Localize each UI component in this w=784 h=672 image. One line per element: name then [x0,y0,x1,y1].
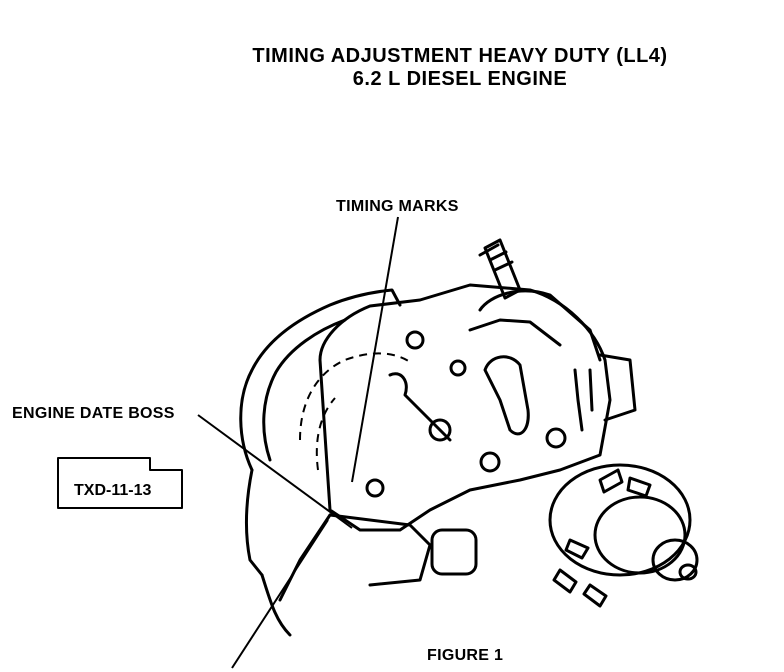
small-bolt-5 [545,427,567,449]
engine-date-boss-label: ENGINE DATE BOSS [12,405,175,422]
reference-tag-label: TXD-11-13 [74,482,152,499]
timing-marks-leader [351,216,399,483]
reference-tag-outline [57,457,183,509]
top-fitting-cap [478,243,514,272]
small-bolt-2 [449,359,467,377]
governor-cover-edge [468,318,562,347]
arm-pivot [428,418,452,442]
return-line [573,368,594,432]
fitting-d [552,568,578,594]
diagram-title-line-2: 6.2 L DIESEL ENGINE [352,68,568,90]
bracket-lower-edge [278,513,332,602]
pump-front-flange-inner [593,495,687,575]
bell-housing-inner [262,318,347,462]
fitting-e [582,583,608,608]
bottom-leader [231,519,329,669]
fitting-a [598,468,624,494]
bell-housing-lower [244,468,264,577]
throttle-lever [483,355,530,436]
hidden-flange-dashed [299,352,411,441]
bell-housing-outline [239,288,402,472]
pump-nose [651,538,699,582]
engine-front-edge [260,573,292,637]
lower-bolt-head [430,528,478,576]
small-bolt-4 [365,478,385,498]
engine-date-boss-leader [197,414,353,529]
top-fitting [483,238,522,300]
timing-marks-label: TIMING MARKS [336,198,459,215]
side-bracket [598,353,637,422]
pump-nose-tip [678,563,698,581]
pump-front-flange [548,463,692,577]
pump-body [318,283,612,532]
fitting-c [564,538,590,560]
diagram-title-line-1: TIMING ADJUSTMENT HEAVY DUTY (LL4) [252,45,668,67]
advance-arm [388,372,452,442]
figure-caption: FIGURE 1 [427,647,504,664]
fitting-b [626,476,652,498]
small-bolt-3 [479,451,501,473]
governor-cover [478,289,602,362]
small-bolt-1 [405,330,425,350]
mounting-bracket [328,513,432,587]
